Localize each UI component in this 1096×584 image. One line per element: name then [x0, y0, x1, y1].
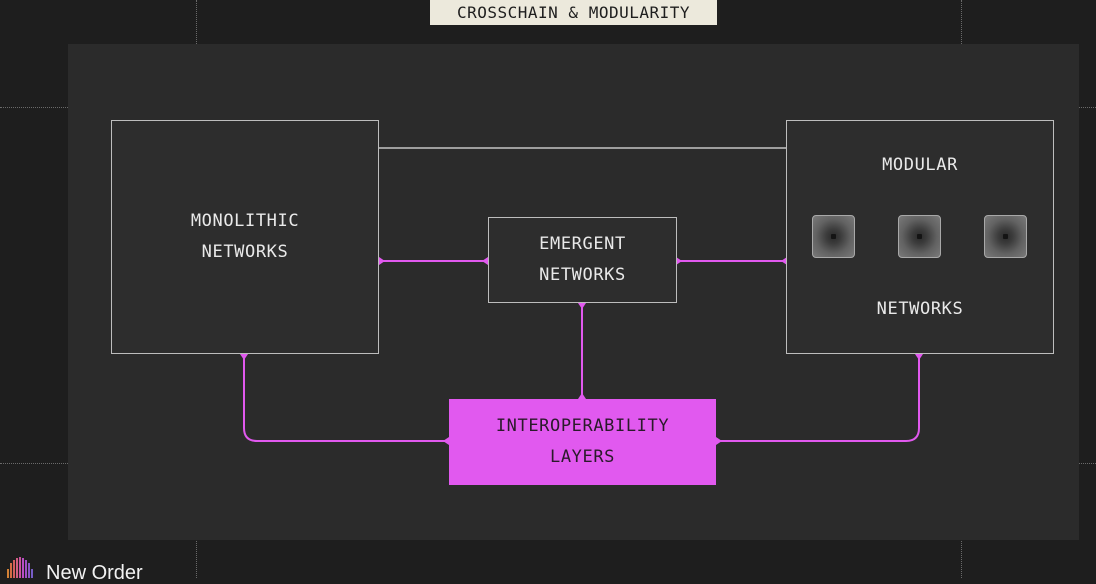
- brand-name: New Order: [46, 562, 143, 584]
- modular-label-bottom: NETWORKS: [876, 299, 964, 319]
- monolithic-label-line2: NETWORKS: [201, 242, 289, 262]
- brand-footer: New Order: [0, 557, 143, 584]
- modular-label-top: MODULAR: [882, 155, 958, 175]
- monolithic-networks-box: MONOLITHIC NETWORKS: [111, 120, 379, 354]
- module-chip-icon: [898, 215, 941, 258]
- connector-modular-interop: [716, 354, 920, 442]
- emergent-label-line1: EMERGENT: [539, 234, 626, 254]
- interoperability-layers-box: INTEROPERABILITY LAYERS: [449, 399, 716, 485]
- module-chip-icon: [984, 215, 1027, 258]
- module-chip-icon: [812, 215, 855, 258]
- emergent-networks-box: EMERGENT NETWORKS: [488, 217, 677, 303]
- sunburst-logo-icon: [7, 557, 33, 578]
- connector-mono-interop: [243, 354, 449, 442]
- monolithic-label-line1: MONOLITHIC: [190, 211, 300, 231]
- interop-label-line2: LAYERS: [549, 447, 615, 467]
- section-title-tag: CROSSCHAIN & MODULARITY: [430, 0, 717, 25]
- connector-arrowheads: [240, 257, 923, 445]
- emergent-label-line2: NETWORKS: [539, 265, 626, 285]
- interop-label-line1: INTEROPERABILITY: [495, 416, 670, 436]
